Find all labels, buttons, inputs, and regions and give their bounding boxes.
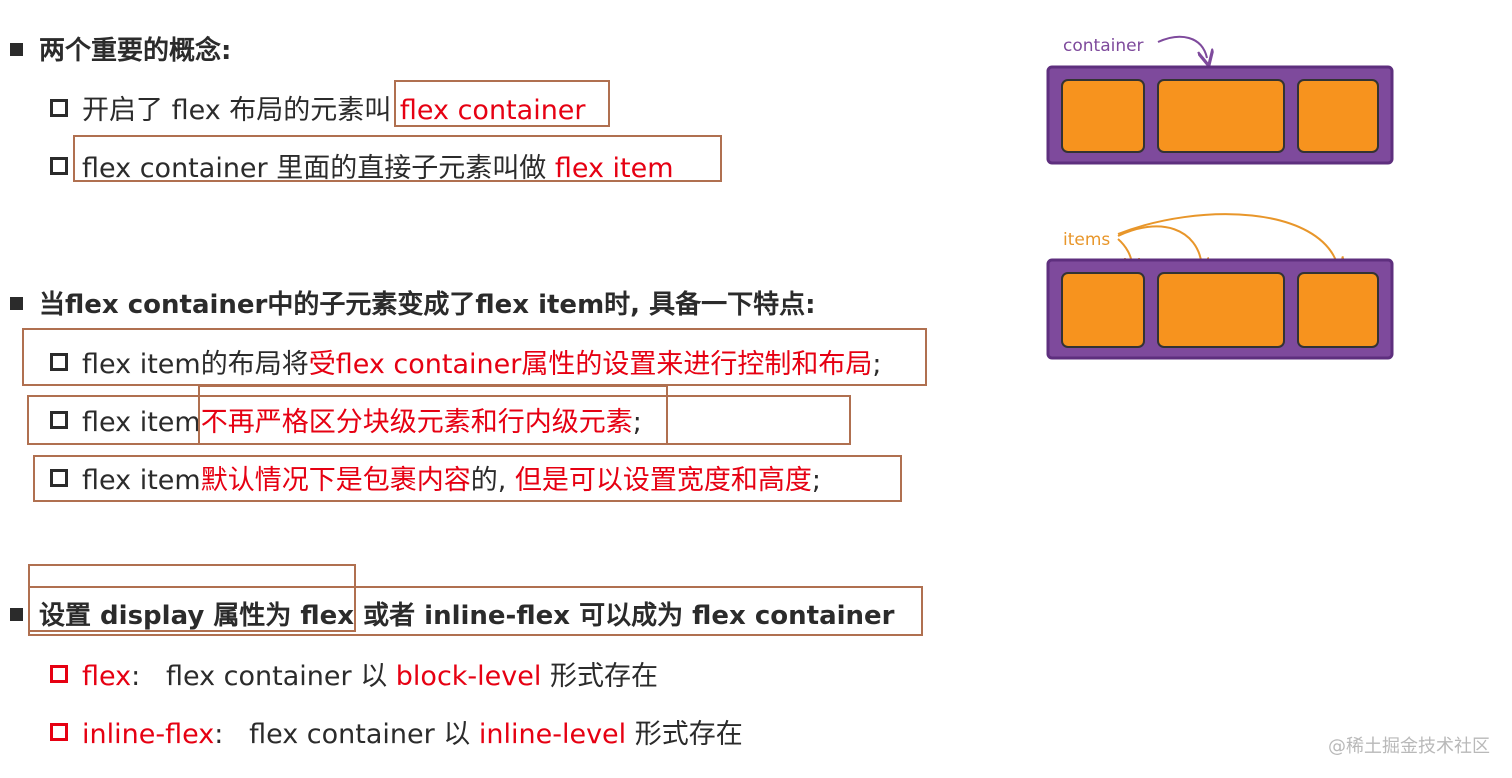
item-suffix: ;: [811, 465, 821, 496]
checkbox-bullet-icon: [50, 157, 68, 175]
item-prefix: flex item: [82, 407, 201, 438]
container-label: container: [1063, 36, 1144, 56]
section3-title-b: 或者 inline-flex 可以成为 flex container: [354, 601, 895, 631]
item-prefix: flex item的布局将: [82, 349, 309, 380]
item-highlight: 不再严格区分块级元素和行内级元素: [200, 407, 633, 438]
highlight-box: [22, 328, 927, 386]
item-level: inline-level: [478, 719, 627, 750]
item-text: flex container 里面的直接子元素叫做: [82, 153, 555, 184]
container-arrow: [1157, 35, 1207, 58]
flex-item-box: [1061, 79, 1145, 153]
flex-item-box: [1297, 79, 1379, 153]
item-sep: : flex container 以: [214, 719, 479, 750]
highlight-box: [28, 586, 923, 636]
list-item: 开启了 flex 布局的元素叫 flex container: [50, 88, 586, 127]
list-item: flex container 里面的直接子元素叫做 flex item: [50, 146, 674, 185]
item-suffix: ;: [872, 349, 882, 380]
items-arrow: [1117, 213, 1338, 266]
checkbox-bullet-icon: [50, 411, 68, 429]
item-highlight: 默认情况下是包裹内容: [200, 465, 471, 496]
item-key: inline-flex: [82, 719, 215, 750]
checkbox-bullet-icon: [50, 99, 68, 117]
list-item: flex item的布局将 受flex container属性的设置来进行控制和…: [50, 342, 881, 381]
watermark: @稀土掘金技术社区: [1328, 736, 1490, 757]
list-item: flex item 默认情况下是包裹内容 的, 但是可以设置宽度和高度 ;: [50, 458, 821, 497]
item-key: flex: [82, 661, 132, 692]
items-arrow: [1117, 225, 1202, 266]
section2-heading: 当flex container中的子元素变成了flex item时, 具备一下特…: [10, 284, 815, 321]
item-highlight: flex item: [554, 153, 674, 184]
highlight-box: [198, 385, 668, 445]
section3-title-a: 设置 display 属性为 flex: [39, 601, 355, 631]
bullet-square-icon: [10, 608, 23, 621]
highlight-box: [394, 80, 610, 127]
section1-title: 两个重要的概念:: [39, 36, 232, 66]
item-middle: 的,: [470, 465, 515, 496]
item-highlight-2: 但是可以设置宽度和高度: [514, 465, 812, 496]
item-tail: 形式存在: [541, 661, 658, 692]
flex-item-box: [1061, 272, 1145, 348]
list-item: flex : flex container 以 block-level 形式存在: [50, 654, 658, 693]
flex-diagram: container items: [1046, 35, 1394, 360]
item-highlight: 受flex container属性的设置来进行控制和布局: [308, 349, 873, 380]
list-item: flex item 不再严格区分块级元素和行内级元素 ;: [50, 400, 642, 439]
flex-item-box: [1157, 272, 1285, 348]
item-suffix: ;: [632, 407, 642, 438]
highlight-box: [73, 135, 722, 182]
bullet-square-icon: [10, 43, 23, 56]
flex-container-box: [1046, 258, 1394, 360]
checkbox-bullet-icon: [50, 723, 68, 741]
section1-heading: 两个重要的概念:: [10, 30, 231, 67]
checkbox-bullet-icon: [50, 353, 68, 371]
bullet-square-icon: [10, 297, 23, 310]
checkbox-bullet-icon: [50, 665, 68, 683]
item-sep: : flex container 以: [131, 661, 396, 692]
items-label: items: [1063, 230, 1110, 250]
section2-title: 当flex container中的子元素变成了flex item时, 具备一下特…: [39, 290, 816, 320]
highlight-box: [33, 455, 902, 502]
checkbox-bullet-icon: [50, 469, 68, 487]
item-tail: 形式存在: [626, 719, 743, 750]
section3-heading: 设置 display 属性为 flex 或者 inline-flex 可以成为 …: [10, 595, 895, 632]
flex-item-box: [1297, 272, 1379, 348]
item-highlight: flex container: [399, 95, 586, 126]
item-text: 开启了 flex 布局的元素叫: [82, 95, 400, 126]
flex-container-box: [1046, 65, 1394, 165]
flex-item-box: [1157, 79, 1285, 153]
item-prefix: flex item: [82, 465, 201, 496]
item-level: block-level: [395, 661, 542, 692]
list-item: inline-flex : flex container 以 inline-le…: [50, 712, 743, 751]
